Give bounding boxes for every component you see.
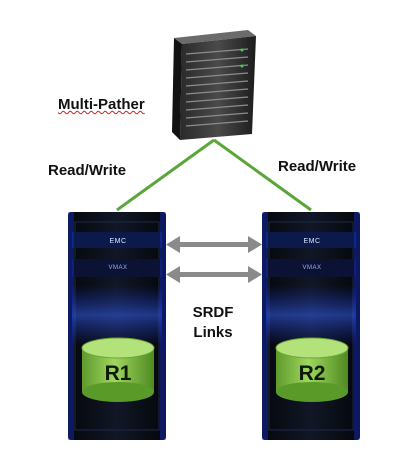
storage-array-icon	[68, 212, 166, 440]
database-cylinder-icon	[275, 337, 349, 402]
srdf-label-line2: Links	[193, 324, 233, 341]
right-path-label: Read/Write	[278, 158, 357, 175]
server-icon	[172, 30, 256, 140]
array-brand-right: EMC	[303, 238, 321, 245]
array-model-right: VMAX	[302, 265, 322, 271]
volume-label-r2: R2	[298, 362, 326, 385]
volume-label-r1: R1	[104, 362, 132, 385]
array-model-left: VMAX	[108, 265, 128, 271]
double-arrow-icon	[166, 236, 262, 253]
array-brand-left: EMC	[109, 238, 127, 245]
srdf-links-label: SRDF Links	[190, 303, 236, 343]
path-line-right	[213, 138, 312, 212]
database-cylinder-icon	[81, 337, 155, 402]
path-line-left	[116, 138, 215, 212]
host-label: Multi-Pather	[58, 96, 145, 113]
srdf-label-line1: SRDF	[192, 304, 234, 321]
double-arrow-icon	[166, 266, 262, 283]
storage-array-icon	[262, 212, 360, 440]
left-path-label: Read/Write	[48, 162, 127, 179]
